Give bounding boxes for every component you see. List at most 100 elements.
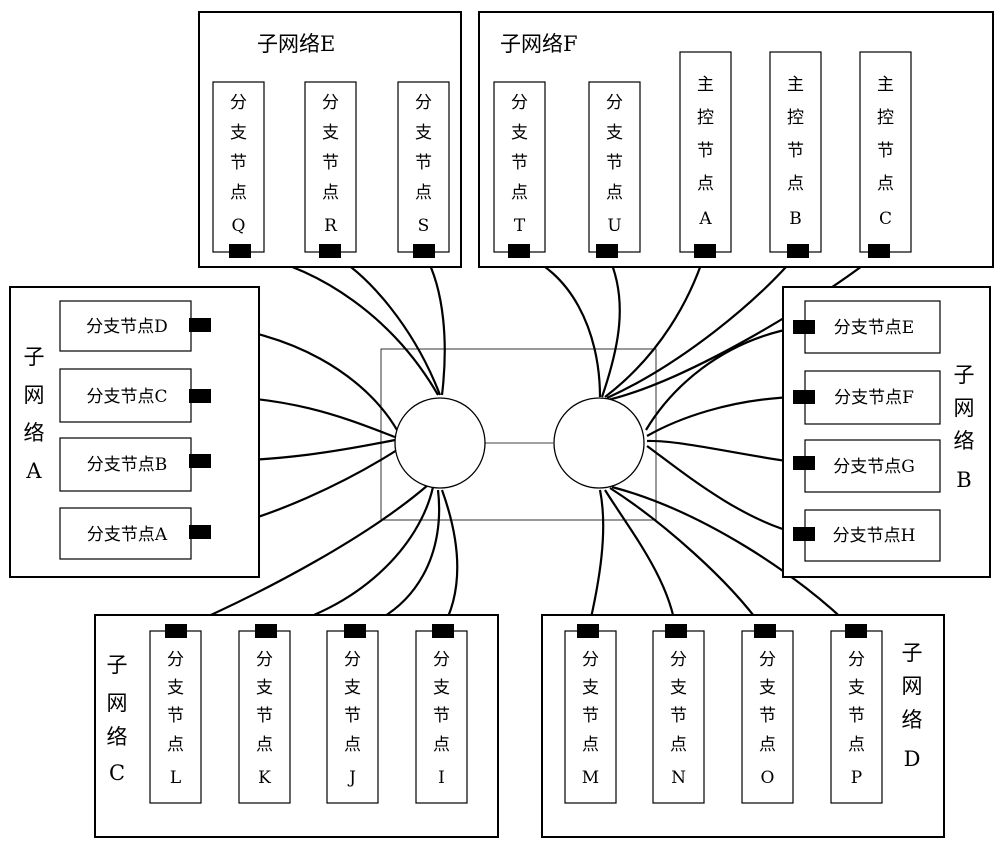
node-I-char: 支 [433, 678, 450, 698]
node-master-B-char: 控 [787, 108, 804, 128]
node-A-label: 分支节点A [87, 525, 168, 545]
node-R-box [304, 81, 357, 253]
subnet-A-title-char: 网 [24, 383, 45, 407]
node-H-port [793, 527, 815, 541]
node-L-char: 分 [167, 650, 184, 670]
node-G-port [793, 456, 815, 470]
node-master-C-char: 点 [877, 174, 894, 194]
node-master-B-char: 点 [787, 174, 804, 194]
node-H-box [804, 509, 941, 562]
node-L-char: L [170, 768, 181, 788]
node-T-port [508, 244, 530, 258]
subnet-D-title-char: 网 [902, 674, 923, 698]
node-N-char: N [671, 768, 686, 788]
subnet-A: 子 网 络 A 分支节点D 分支节点C 分支节点B 分支节点A [9, 286, 260, 578]
node-M-char: 支 [582, 678, 599, 698]
central-hub-box [380, 348, 657, 521]
wire-P [611, 485, 856, 632]
node-P-char: 支 [848, 678, 865, 698]
node-P-char: P [851, 768, 862, 788]
node-master-B: 主 控 节 点 B [769, 51, 822, 258]
node-F-label: 分支节点F [834, 388, 914, 408]
node-J-char: 支 [344, 678, 361, 698]
node-O-port [754, 624, 776, 638]
node-L-char: 节 [167, 706, 184, 726]
node-Q-box [212, 81, 265, 253]
node-G-label: 分支节点G [833, 457, 915, 477]
wire-M [586, 489, 605, 632]
node-U-char: 点 [606, 183, 623, 203]
node-K: 分 支 节 点 K [238, 624, 291, 804]
node-U-char: U [607, 216, 621, 236]
node-master-A-box [679, 51, 732, 253]
node-master-A-char: 控 [697, 108, 714, 128]
node-U-char: 分 [606, 93, 623, 113]
node-B-port [189, 454, 211, 468]
node-Q-port [229, 244, 251, 258]
node-M-char: 分 [582, 650, 599, 670]
node-D-box [59, 300, 192, 352]
node-master-A-char: 点 [697, 174, 714, 194]
wire-N [604, 489, 678, 632]
node-K-char: 支 [256, 678, 273, 698]
node-K-char: 点 [256, 735, 273, 755]
node-master-C-port [868, 244, 890, 258]
node-O: 分 支 节 点 O [741, 624, 794, 804]
wire-O [609, 487, 766, 632]
subnet-B-title-char: B [956, 468, 971, 492]
node-Q-char: 分 [230, 93, 247, 113]
wire-MC [607, 252, 880, 402]
node-J-char: J [347, 768, 356, 788]
node-N-char: 点 [670, 735, 687, 755]
node-N-char: 节 [670, 706, 687, 726]
node-master-C-char: C [879, 209, 892, 229]
node-I-char: 点 [433, 735, 450, 755]
node-S-char: S [418, 216, 430, 236]
node-master-B-char: B [789, 209, 802, 229]
node-I-port [432, 624, 454, 638]
wire-U [600, 252, 621, 398]
subnet-F-title: 子网络F [500, 32, 578, 56]
subnet-D-title-char: 子 [902, 641, 923, 665]
node-E-box [804, 300, 941, 354]
node-master-B-port [787, 244, 809, 258]
node-T-box [493, 81, 546, 253]
subnet-A-title-char: 络 [24, 421, 45, 445]
node-R-char: 分 [322, 93, 339, 113]
node-P-char: 节 [848, 706, 865, 726]
switch-circle-right [553, 397, 645, 489]
node-M-port [577, 624, 599, 638]
connection-wires [174, 251, 880, 633]
node-M-char: M [582, 768, 599, 788]
node-D-port [189, 318, 211, 332]
node-S: 分 支 节 点 S [397, 81, 450, 258]
node-L-char: 支 [167, 678, 184, 698]
node-G-box [804, 439, 941, 493]
node-I: 分 支 节 点 I [415, 624, 468, 804]
node-J-char: 节 [344, 706, 361, 726]
subnet-C-title-char: 络 [107, 725, 128, 749]
node-R: 分 支 节 点 R [304, 81, 357, 258]
wire-MB [606, 252, 799, 400]
node-E-label: 分支节点E [834, 318, 914, 338]
node-Q-char: 节 [230, 153, 247, 173]
subnet-D: 子 网 络 D 分 支 节 点 M 分 支 节 点 N 分 支 节 点 O [541, 614, 945, 838]
subnet-A-title-char: 子 [24, 345, 45, 369]
node-O-char: 分 [759, 650, 776, 670]
subnet-D-title-char: 络 [902, 708, 923, 732]
node-C-label: 分支节点C [86, 387, 167, 407]
node-M-box [564, 630, 617, 804]
node-I-char: I [438, 768, 445, 788]
node-O-box [741, 630, 794, 804]
node-P-port [845, 624, 867, 638]
node-master-B-char: 主 [787, 75, 804, 95]
node-R-char: 点 [322, 183, 339, 203]
node-Q-char: 支 [230, 123, 247, 143]
node-R-char: 支 [322, 123, 339, 143]
node-S-char: 支 [415, 123, 432, 143]
subnet-B-title-char: 络 [954, 429, 975, 453]
node-L: 分 支 节 点 L [149, 624, 202, 804]
node-Q: 分 支 节 点 Q [212, 81, 265, 258]
node-U-char: 支 [606, 123, 623, 143]
node-U-box [588, 81, 641, 253]
